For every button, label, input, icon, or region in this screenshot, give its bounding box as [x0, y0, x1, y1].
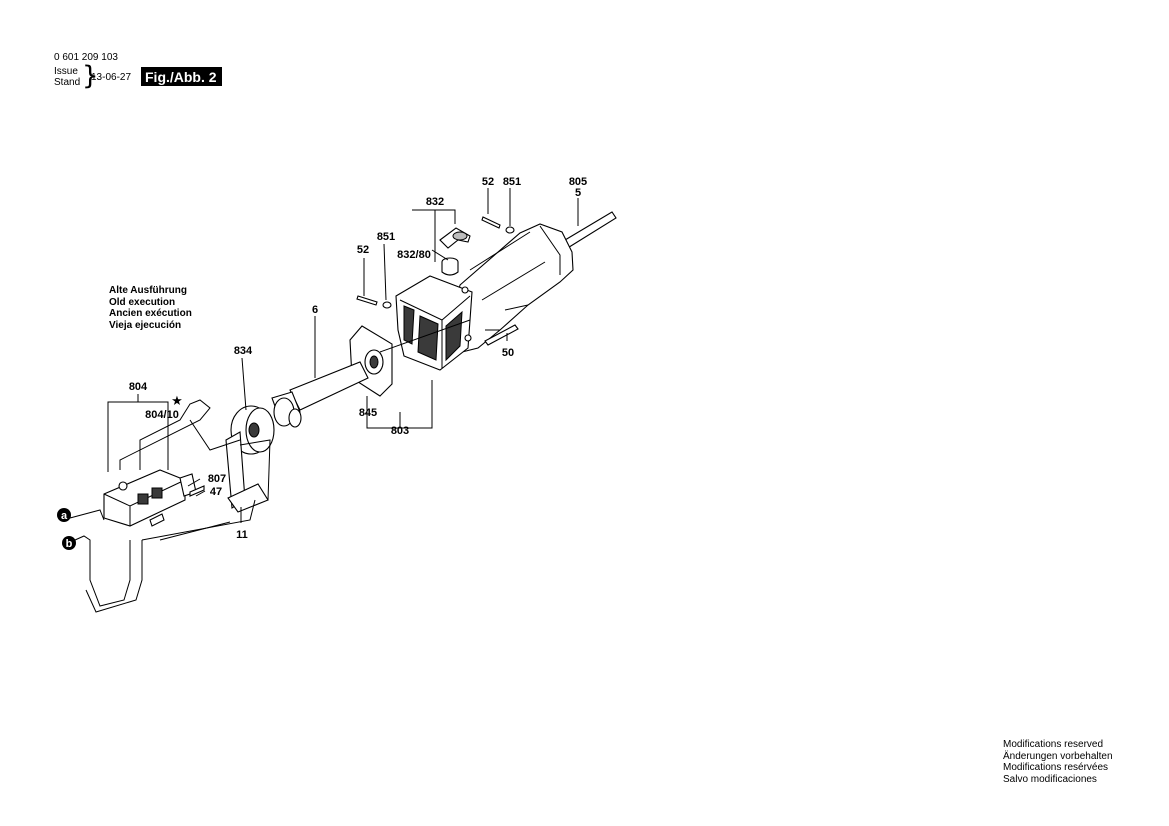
- note-line-en: Old execution: [109, 296, 176, 308]
- figure-title: Fig./Abb. 2: [141, 67, 222, 86]
- label-807: 807: [208, 473, 226, 485]
- marker-b: b: [62, 536, 76, 550]
- note-line-es: Vieja ejecución: [109, 319, 182, 331]
- brace-icon: }: [82, 61, 99, 91]
- label-845: 845: [359, 407, 377, 419]
- marker-b-label: b: [66, 538, 73, 550]
- label-851-mid: 851: [377, 231, 395, 243]
- issue-date: 13-06-27: [91, 72, 132, 83]
- issue-label: Issue: [54, 66, 78, 77]
- label-50: 50: [502, 347, 514, 359]
- old-execution-note: Alte Ausführung Old execution Ancien exé…: [109, 285, 192, 331]
- reserved-line-de: Änderungen vorbehalten: [1003, 750, 1113, 762]
- part-labels: 52 851 805 5 832 851 52 832/80 6 50 834 …: [129, 176, 587, 541]
- leader-lines: [107, 188, 579, 523]
- label-804: 804: [129, 381, 148, 393]
- brush-holder-11-drawing: [225, 431, 271, 513]
- lever-832-drawing: [439, 227, 471, 276]
- modifications-reserved-note: Modifications reserved Änderungen vorbeh…: [1003, 739, 1113, 785]
- label-834: 834: [234, 345, 253, 357]
- label-832-80: 832/80: [397, 249, 431, 261]
- label-47: 47: [210, 486, 222, 498]
- label-5: 5: [575, 187, 581, 199]
- star-icon: ★: [171, 394, 183, 409]
- label-851-top: 851: [503, 176, 521, 188]
- armature-6-drawing: [271, 319, 471, 428]
- label-6: 6: [312, 304, 318, 316]
- document-number: 0 601 209 103: [54, 52, 118, 63]
- note-line-fr: Ancien exécution: [109, 308, 192, 320]
- switch-804-drawing: [103, 469, 205, 527]
- issue-labels: Issue Stand: [54, 66, 80, 88]
- marker-a-label: a: [61, 510, 68, 522]
- label-832: 832: [426, 196, 444, 208]
- label-803: 803: [391, 425, 409, 437]
- label-52-mid: 52: [357, 244, 369, 256]
- label-11: 11: [236, 529, 248, 541]
- reserved-line-en: Modifications reserved: [1003, 739, 1104, 750]
- stand-label: Stand: [54, 77, 81, 88]
- note-line-de: Alte Ausführung: [109, 285, 187, 296]
- reserved-line-fr: Modifications resérvées: [1003, 762, 1109, 774]
- label-805: 805: [569, 176, 587, 188]
- wiring-drawing: [69, 399, 256, 613]
- label-804-10: 804/10: [145, 409, 179, 421]
- screws-drawing: [356, 216, 519, 346]
- reserved-line-es: Salvo modificaciones: [1003, 773, 1097, 785]
- label-52-top: 52: [482, 176, 494, 188]
- marker-a: a: [57, 508, 71, 522]
- gasket-845-drawing: [349, 325, 393, 397]
